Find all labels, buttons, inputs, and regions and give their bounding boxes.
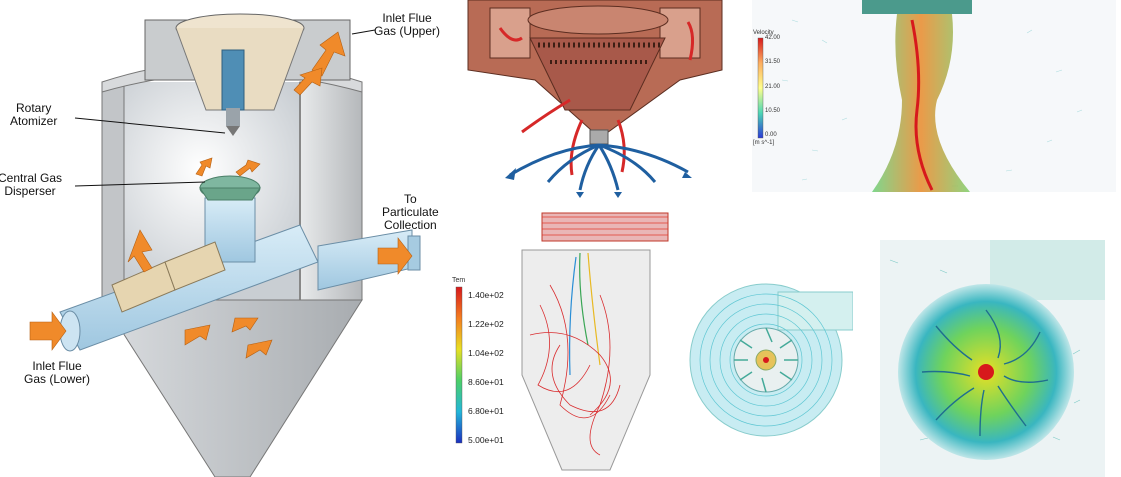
temperature-streamline-image: [455, 212, 669, 471]
velocity-tick-2: 31.50: [765, 59, 781, 65]
swirl-closeup-image: [889, 240, 1105, 460]
gas-disperser-section-diagram: [460, 0, 750, 200]
velocity-tick-1: 42.00: [765, 35, 781, 41]
velocity-field-image: [757, 0, 1083, 192]
velocity-legend-title: Velocity: [753, 30, 774, 36]
temperature-tick-5: 6.80e+01: [468, 406, 504, 416]
disperser-illustration: [467, 0, 723, 198]
swirl-topview-plot: [688, 262, 853, 462]
spray-dryer-illustration: [29, 13, 421, 477]
temperature-tick-4: 8.60e+01: [468, 377, 504, 387]
swirl-closeup-plot: [880, 240, 1105, 477]
velocity-tick-4: 10.50: [765, 108, 781, 114]
velocity-tick-3: 21.00: [765, 84, 781, 90]
temperature-legend-title: Tem: [452, 277, 466, 284]
velocity-cfd-plot: Velocity 42.00 31.50 21.00 10.50 0.00 [m…: [752, 0, 1116, 192]
temperature-tick-1: 1.40e+02: [468, 290, 504, 300]
temperature-streamline-plot: Tem 1.40e+02 1.22e+02 1.04e+02 8.60e+01 …: [450, 205, 690, 477]
swirl-topview-image: [689, 283, 853, 437]
velocity-tick-5: 0.00: [765, 132, 777, 138]
temperature-tick-2: 1.22e+02: [468, 319, 504, 329]
temperature-tick-3: 1.04e+02: [468, 348, 504, 358]
temperature-tick-6: 5.00e+01: [468, 435, 504, 445]
velocity-unit-label: [m s^-1]: [753, 140, 775, 146]
